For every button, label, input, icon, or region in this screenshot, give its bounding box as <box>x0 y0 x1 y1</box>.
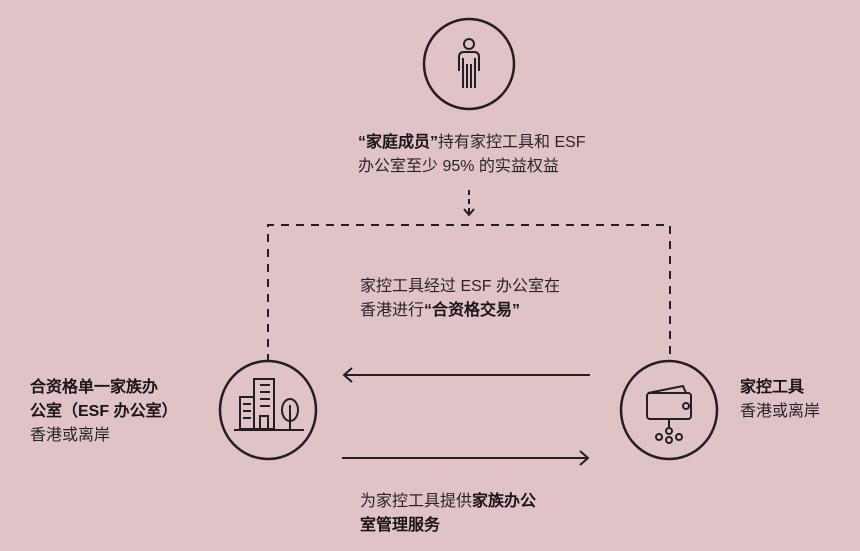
arrow-right-service <box>342 450 590 466</box>
esf-office-line3: 香港或离岸 <box>30 427 111 444</box>
fihv-label: 家控工具 香港或离岸 <box>740 376 820 424</box>
office-building-icon <box>218 359 318 461</box>
family-member-text: “家庭成员”持有家控工具和 ESF 办公室至少 95% 的实益权益 <box>358 131 586 179</box>
person-icon <box>422 17 516 111</box>
arrow-left-transaction <box>342 367 590 383</box>
family-member-bold: “家庭成员” <box>358 134 439 151</box>
transaction-line1: 家控工具经过 ESF 办公室在 <box>360 278 561 295</box>
wallet-network-icon <box>619 359 719 461</box>
esf-office-label: 合资格单一家族办 公室（ESF 办公室） 香港或离岸 <box>30 376 178 448</box>
service-bold1: 家族办公 <box>472 493 537 510</box>
esf-office-line1: 合资格单一家族办 <box>30 379 159 396</box>
transaction-line2: 香港进行 <box>360 302 425 319</box>
transaction-bold: “合资格交易” <box>424 302 521 319</box>
service-text: 为家控工具提供家族办公 室管理服务 <box>360 490 536 538</box>
service-line2: 室管理服务 <box>360 517 441 534</box>
fihv-line1: 家控工具 <box>740 379 805 396</box>
family-member-line1: 持有家控工具和 ESF <box>438 134 586 151</box>
fihv-line2: 香港或离岸 <box>740 403 821 420</box>
family-member-line2: 办公室至少 95% 的实益权益 <box>358 158 559 175</box>
service-line1: 为家控工具提供 <box>360 493 473 510</box>
transaction-text: 家控工具经过 ESF 办公室在 香港进行“合资格交易” <box>360 275 560 323</box>
dashed-ownership-frame <box>267 224 671 362</box>
dashed-arrow-down <box>463 190 475 217</box>
esf-office-line2: 公室（ESF 办公室） <box>30 403 178 420</box>
